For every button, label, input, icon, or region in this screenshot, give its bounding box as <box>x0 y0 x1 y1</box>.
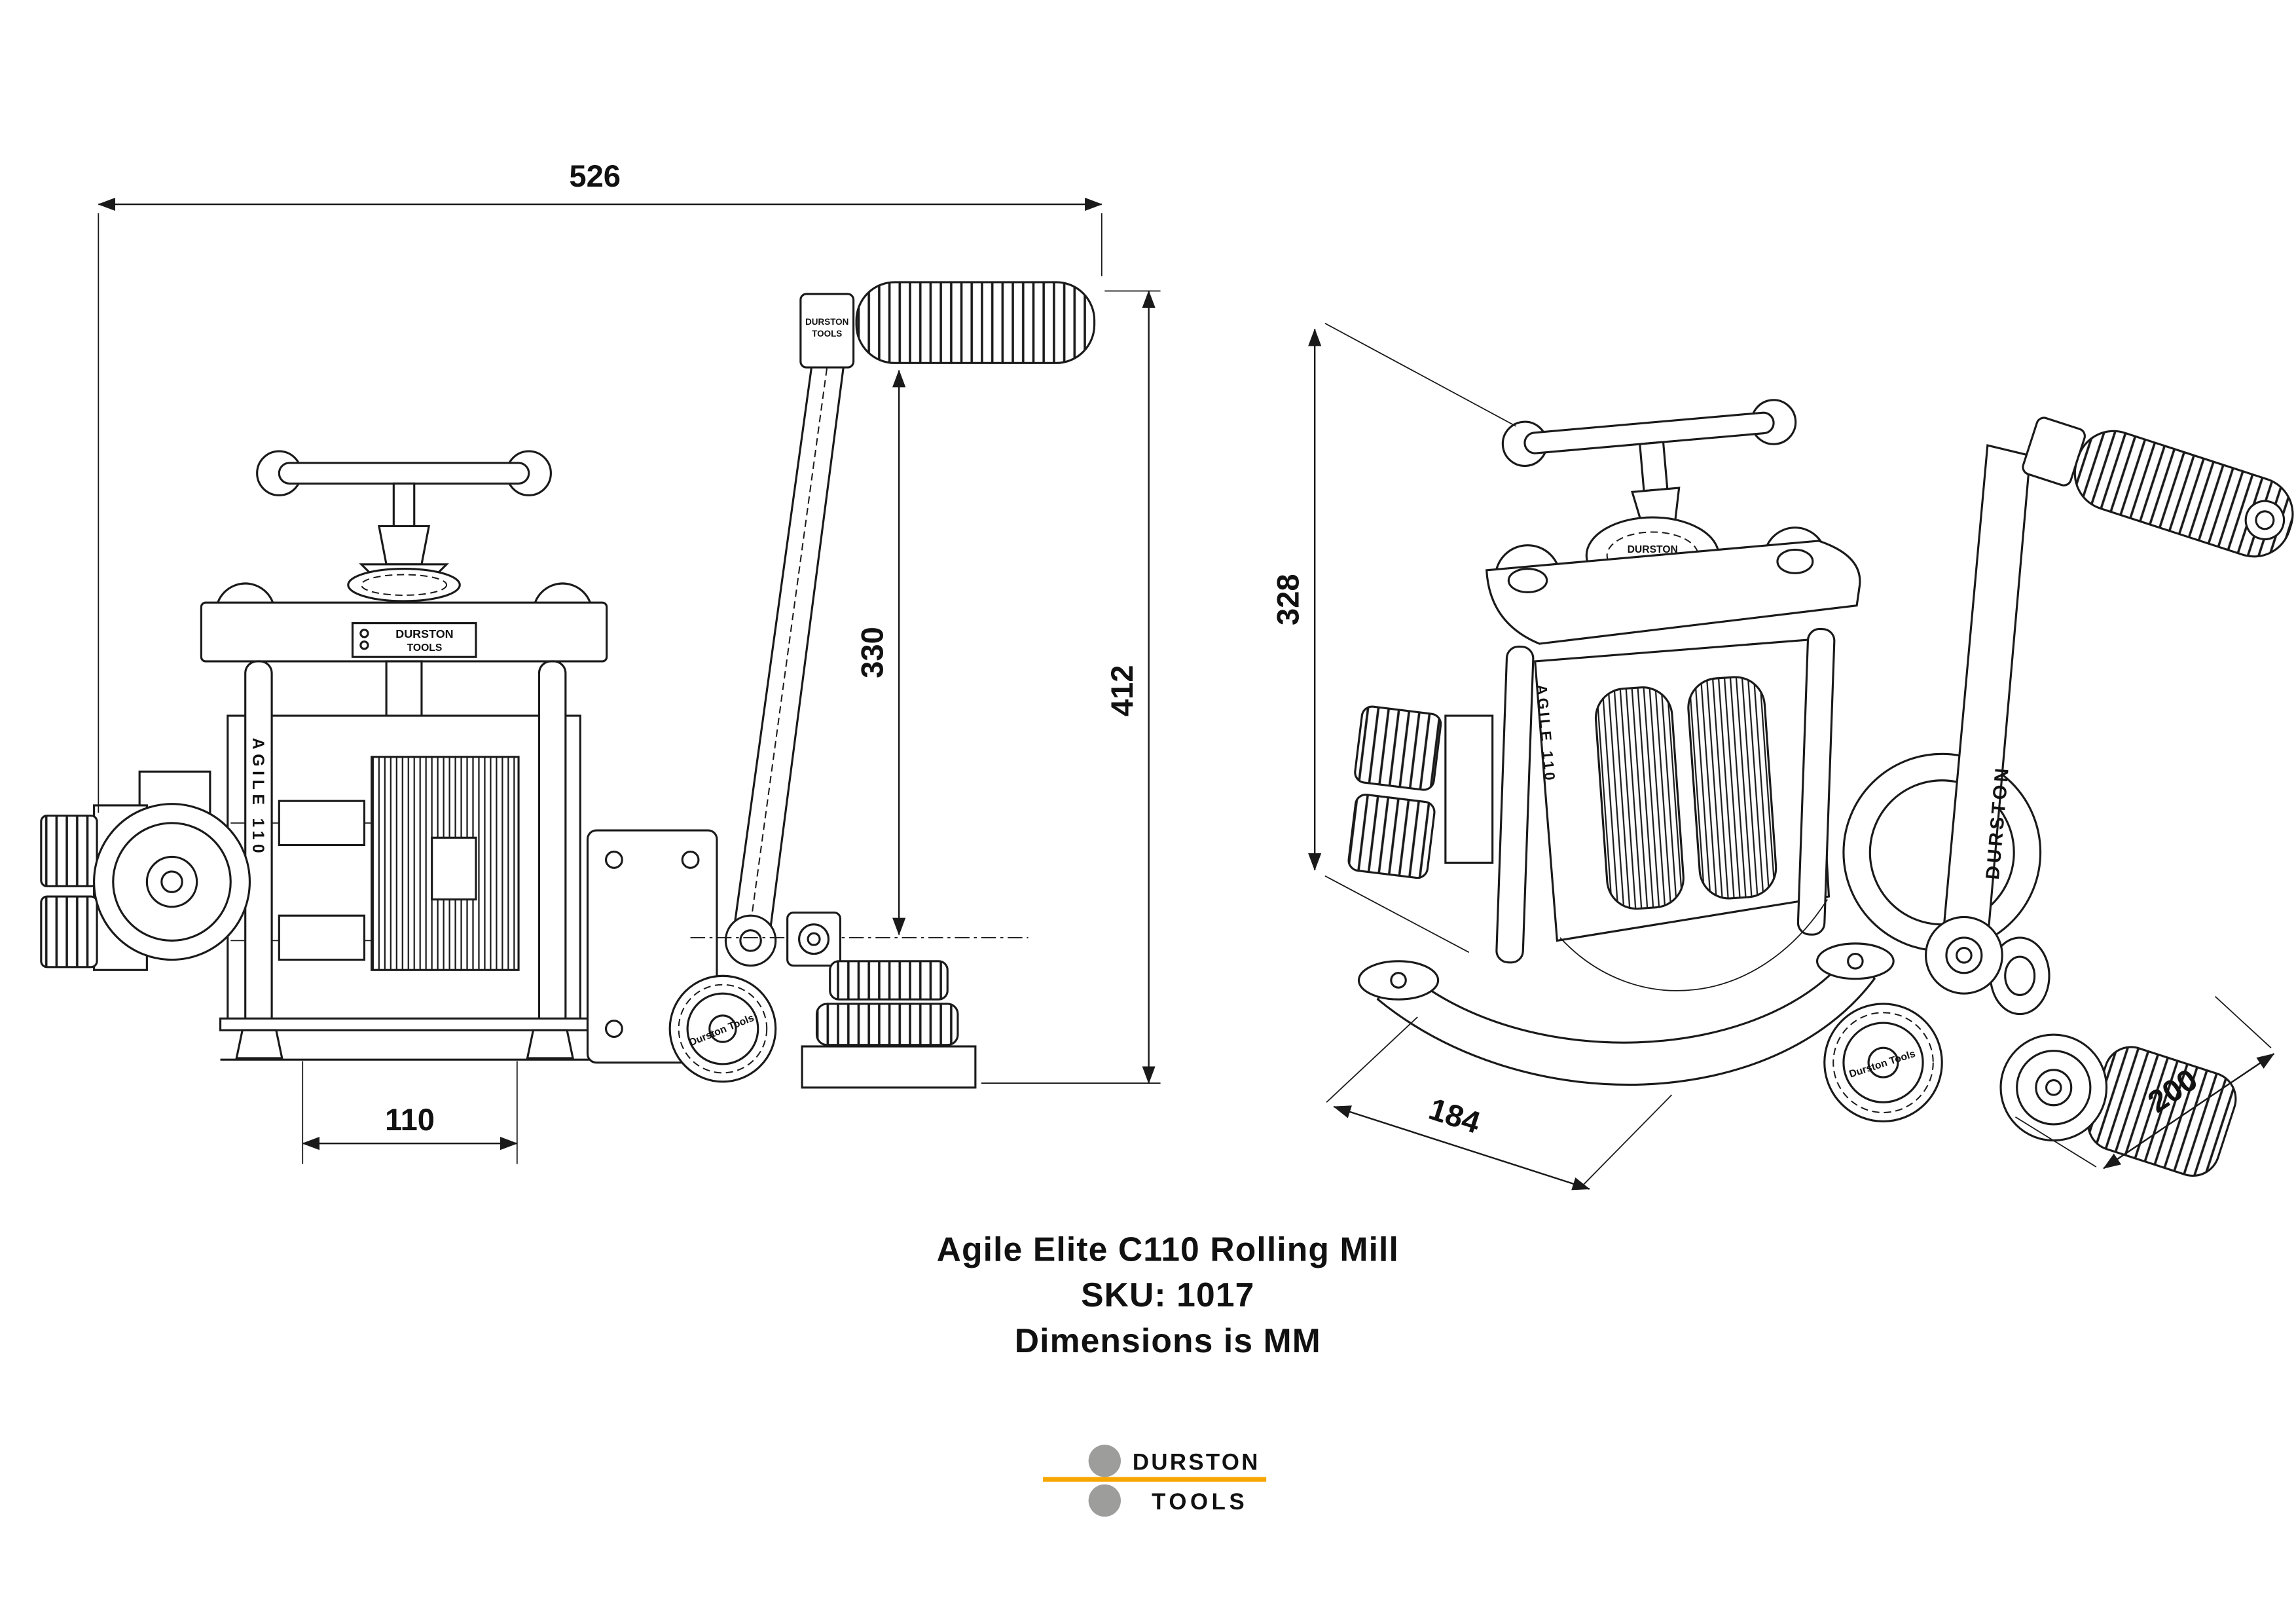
front-top-plate: DURSTON TOOLS <box>200 582 608 718</box>
front-dim-roll-width: 110 <box>302 1061 518 1164</box>
front-t-handle <box>256 450 552 566</box>
persp-roller-rear <box>1687 676 1777 900</box>
persp-crank-arm: DURSTON <box>1925 444 2032 995</box>
logo-roller-dot-top <box>1088 1445 1121 1477</box>
units-note: Dimensions is MM <box>1015 1321 1321 1359</box>
frame-column-left <box>244 660 273 1060</box>
durston-tools-logo: DURSTON TOOLS <box>1043 1445 1267 1517</box>
persp-wire-roller-attachment <box>1347 705 1494 879</box>
persp-mill-body: AGILE 110 <box>1495 627 1836 964</box>
persp-roller-front <box>1594 686 1685 910</box>
front-crank-grip: DURSTON TOOLS <box>799 281 1096 369</box>
product-title: Agile Elite C110 Rolling Mill <box>937 1230 1399 1268</box>
front-foot-left <box>235 1029 283 1060</box>
logo-word-bottom: TOOLS <box>1152 1490 1248 1515</box>
front-gearbox: Durston Tools <box>586 829 777 1083</box>
persp-top-plate <box>1485 526 1861 645</box>
front-foot-right <box>526 1029 575 1060</box>
grip-cylinder <box>855 281 1096 364</box>
title-block: Agile Elite C110 Rolling Mill SKU: 1017 … <box>937 1230 1399 1359</box>
front-model-label: AGILE 110 <box>249 738 266 858</box>
logo-word-top: DURSTON <box>1133 1450 1260 1475</box>
grip-hub <box>799 293 855 369</box>
persp-grip-cylinder <box>2073 430 2294 558</box>
front-adjustment-dial <box>347 563 461 602</box>
persp-column-right <box>1796 627 1836 936</box>
front-base-lip <box>219 1017 589 1031</box>
sku-line: SKU: 1017 <box>1081 1276 1254 1314</box>
frame-column-right <box>538 660 567 1060</box>
logo-accent-bar <box>1043 1477 1267 1482</box>
logo-roller-dot-bottom <box>1088 1484 1121 1517</box>
front-dim-handle-length: 330 <box>855 369 906 936</box>
dim-label-526: 526 <box>569 158 621 193</box>
front-view: DURSTON TOOLS AGILE 110 <box>40 158 1161 1164</box>
grip-hub-label2: TOOLS <box>812 329 842 339</box>
dim-label-412: 412 <box>1104 665 1139 717</box>
front-crank-pivot <box>724 914 777 967</box>
front-mill-body: AGILE 110 <box>219 660 602 1061</box>
brand-plate-line2: TOOLS <box>407 642 443 654</box>
front-axle <box>690 912 1029 967</box>
front-brand-plate: DURSTON TOOLS <box>351 622 477 658</box>
front-dim-overall-height: 412 <box>981 290 1161 1084</box>
grip-hub-label1: DURSTON <box>805 317 848 327</box>
dim-label-330: 330 <box>855 627 890 678</box>
persp-base <box>1357 899 1895 1086</box>
front-dim-overall-width: 526 <box>98 158 1102 813</box>
perspective-view: DURSTON TOOLS AGILE 11 <box>1270 322 2294 1190</box>
persp-crank-grip <box>2022 416 2294 558</box>
persp-dim-overall-height: 328 <box>1270 322 1516 953</box>
dim-label-328: 328 <box>1270 574 1305 625</box>
front-accessory-rollers <box>801 960 977 1089</box>
persp-dim-depth: 184 <box>1326 1016 1673 1190</box>
brand-plate-line1: DURSTON <box>395 627 453 640</box>
persp-dial-label1: DURSTON <box>1628 544 1678 555</box>
dim-label-110: 110 <box>385 1102 435 1137</box>
front-wire-roller-attachment <box>40 770 251 971</box>
persp-column-left <box>1495 645 1535 964</box>
